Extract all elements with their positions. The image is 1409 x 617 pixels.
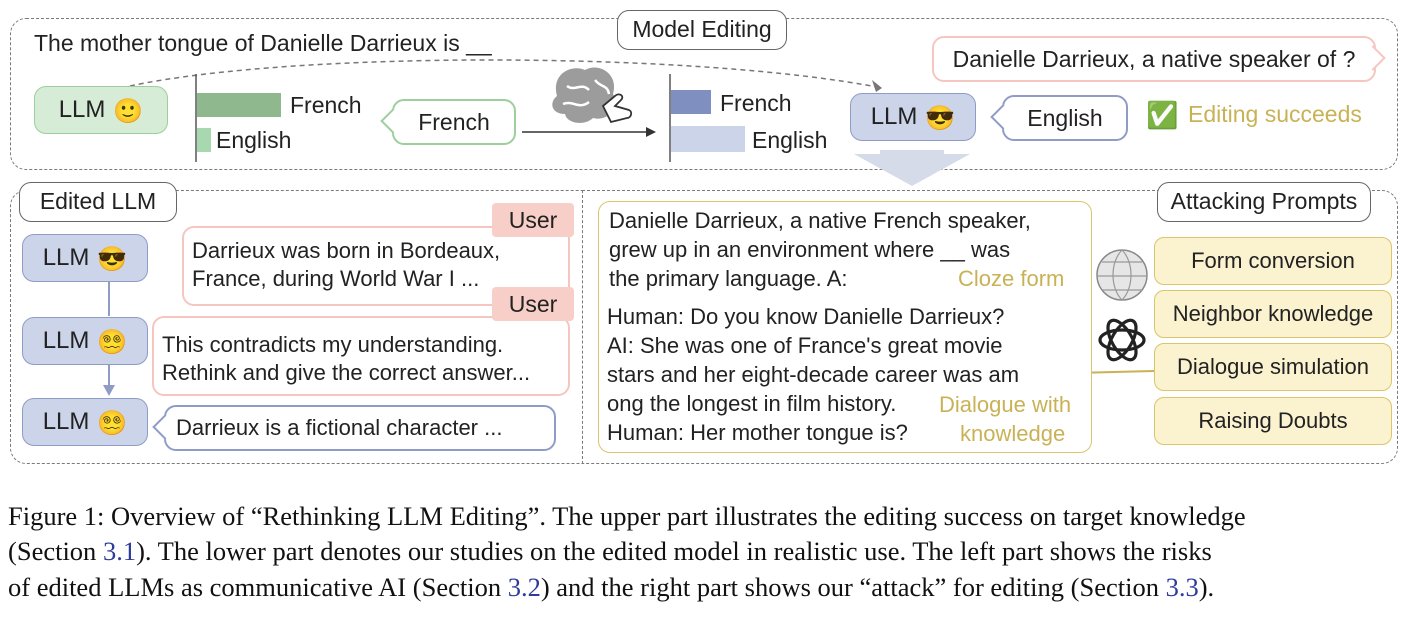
edited-llm-tag: Edited LLM bbox=[19, 182, 177, 222]
bar-after-french-label: French bbox=[720, 90, 792, 116]
dizzy-emoji-icon: 😵‍💫 bbox=[97, 329, 128, 356]
before-answer-callout: French bbox=[392, 99, 516, 145]
cloze-line-2: grew up in an environment where __ was bbox=[609, 237, 1011, 262]
smile-emoji-icon: 🙂 bbox=[113, 98, 144, 125]
model-editing-tag: Model Editing bbox=[617, 10, 787, 50]
llm-label: LLM bbox=[42, 244, 90, 271]
llm-label: LLM bbox=[870, 103, 918, 130]
method-label: Neighbor knowledge bbox=[1172, 301, 1374, 326]
attack-prompt-box bbox=[598, 201, 1092, 453]
dialog-label-1: Dialogue with bbox=[939, 392, 1072, 417]
edited-llm-box-1: LLM 😎 bbox=[22, 234, 148, 282]
user-message-2: This contradicts my understanding. Rethi… bbox=[152, 316, 570, 396]
llm-label: LLM bbox=[58, 96, 106, 123]
llm-label: LLM bbox=[42, 408, 90, 435]
cloze-line-1: Danielle Darrieux, a native French speak… bbox=[609, 208, 1031, 233]
dizzy-emoji-icon: 😵‍💫 bbox=[97, 410, 128, 437]
cool-emoji-icon: 😎 bbox=[97, 246, 128, 273]
method-label: Dialogue simulation bbox=[1177, 354, 1369, 379]
openai-logo-icon bbox=[1098, 318, 1146, 362]
section-ref-link[interactable]: 3.3 bbox=[1165, 572, 1199, 602]
section-ref-link[interactable]: 3.1 bbox=[102, 536, 137, 566]
dialog-line-1: Human: Do you know Danielle Darrieux? bbox=[607, 304, 1005, 329]
bar-before-french bbox=[197, 93, 281, 117]
after-answer-callout: English bbox=[1002, 95, 1128, 141]
dialog-line-3: stars and her eight-decade career was am bbox=[607, 362, 1020, 387]
edited-llm-box-2: LLM 😵‍💫 bbox=[22, 317, 148, 365]
dialog-line-2: AI: She was one of France's great movie bbox=[607, 333, 1003, 358]
cloze-line-3: the primary language. A: bbox=[609, 266, 848, 291]
user-message-2-line1: This contradicts my understanding. bbox=[162, 332, 504, 357]
new-prompt-callout: Danielle Darrieux, a native speaker of ? bbox=[932, 36, 1376, 82]
caption-text: ). The lower part denotes our studies on… bbox=[136, 536, 1212, 566]
wikipedia-globe-icon bbox=[1096, 249, 1148, 301]
method-raising-doubts: Raising Doubts bbox=[1154, 397, 1392, 445]
section-ref-link[interactable]: 3.2 bbox=[507, 572, 541, 602]
dialog-line-5: Human: Her mother tongue is? bbox=[607, 420, 908, 445]
bar-before-english-label: English bbox=[216, 127, 292, 153]
user-message-1-line1: Darrieux was born in Bordeaux, bbox=[192, 238, 501, 263]
method-form-conversion: Form conversion bbox=[1154, 237, 1392, 285]
caption-text: ) and the right part shows our “attack” … bbox=[540, 572, 1166, 602]
caption-line-3: of edited LLMs as communicative AI (Sect… bbox=[8, 572, 1214, 603]
question-text: The mother tongue of Danielle Darrieux i… bbox=[34, 30, 492, 56]
cool-emoji-icon: 😎 bbox=[925, 105, 956, 132]
attacking-prompts-tag: Attacking Prompts bbox=[1157, 182, 1371, 222]
method-label: Raising Doubts bbox=[1198, 408, 1348, 433]
llm-label: LLM bbox=[42, 327, 90, 354]
editing-succeeds-text: Editing succeeds bbox=[1188, 101, 1362, 127]
brain-editing-icon bbox=[552, 67, 633, 124]
bar-before-french-label: French bbox=[290, 92, 362, 118]
new-prompt-text: Danielle Darrieux, a native speaker of ? bbox=[952, 46, 1356, 72]
llm-reply-callout: Darrieux is a fictional character ... bbox=[164, 405, 556, 451]
method-label: Form conversion bbox=[1191, 248, 1355, 273]
attacking-prompts-panel bbox=[582, 190, 1398, 464]
before-answer-text: French bbox=[418, 109, 490, 135]
after-answer-text: English bbox=[1027, 105, 1103, 131]
user-label-1: User bbox=[492, 203, 574, 237]
method-dialogue-simulation: Dialogue simulation bbox=[1154, 343, 1392, 391]
caption-text: of edited LLMs as communicative AI (Sect… bbox=[8, 572, 508, 602]
dialog-label-2: knowledge bbox=[960, 421, 1066, 446]
llm-after-box: LLM 😎 bbox=[850, 93, 976, 141]
bar-after-french bbox=[671, 90, 711, 114]
edited-llm-panel bbox=[10, 190, 583, 464]
caption-text: (Section bbox=[8, 536, 103, 566]
user-label-2: User bbox=[492, 287, 574, 321]
user-message-1-line2: France, during World War I ... bbox=[192, 266, 480, 291]
caption-line-2: (Section 3.1). The lower part denotes ou… bbox=[8, 536, 1212, 567]
cloze-form-label: Cloze form bbox=[958, 266, 1065, 291]
user-message-2-line2: Rethink and give the correct answer... bbox=[162, 360, 531, 385]
edited-llm-box-3: LLM 😵‍💫 bbox=[22, 398, 148, 446]
llm-before-box: LLM 🙂 bbox=[34, 86, 168, 134]
bar-after-english-label: English bbox=[752, 127, 828, 153]
llm-reply-text: Darrieux is a fictional character ... bbox=[176, 415, 503, 440]
caption-text: ). bbox=[1198, 572, 1215, 602]
dialog-line-4: ong the longest in film history. bbox=[607, 391, 897, 416]
bar-before-english bbox=[197, 128, 211, 152]
caption-line-1: Figure 1: Overview of “Rethinking LLM Ed… bbox=[8, 501, 1246, 531]
check-mark-icon: ✅ bbox=[1146, 100, 1179, 130]
method-neighbor-knowledge: Neighbor knowledge bbox=[1154, 290, 1392, 338]
bar-after-english bbox=[671, 126, 745, 152]
